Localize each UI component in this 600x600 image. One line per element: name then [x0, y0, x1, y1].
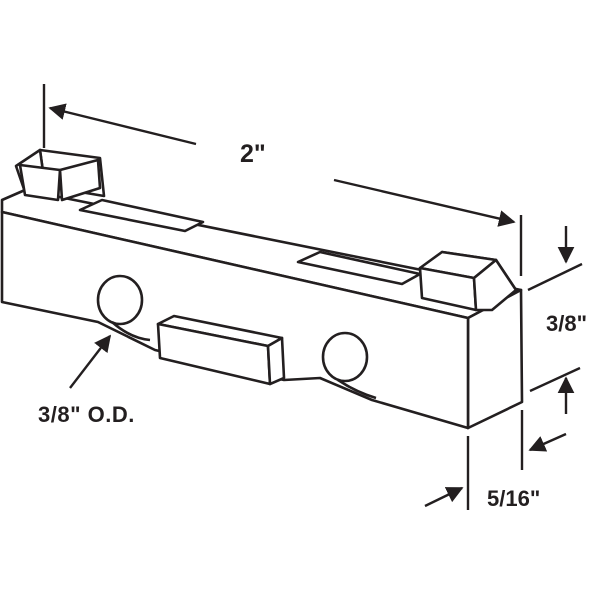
od-leader-arrow: [69, 334, 112, 389]
height-extension-top: [527, 262, 583, 292]
height-dimension-label: 3/8": [546, 311, 588, 336]
depth-arrow-left: [424, 486, 464, 508]
length-arrow-right: [333, 178, 516, 227]
left-wheel: [96, 274, 144, 326]
right-tab-face: [472, 258, 518, 312]
depth-dimension-label: 5/16": [487, 486, 541, 511]
length-arrow-left: [48, 103, 197, 146]
left-tab-top: [18, 163, 62, 202]
height-extension-bottom: [529, 366, 581, 393]
right-wheel: [321, 331, 369, 383]
left-tab-face: [58, 158, 102, 202]
length-dimension-label: 2": [240, 140, 266, 168]
wheel-diameter-label: 3/8" O.D.: [38, 402, 135, 427]
left-wheel-axle: [111, 321, 151, 342]
center-clip-side: [266, 336, 286, 386]
left-slot: [78, 198, 205, 233]
right-wheel-axle: [337, 378, 377, 400]
depth-arrow-right: [528, 432, 567, 452]
